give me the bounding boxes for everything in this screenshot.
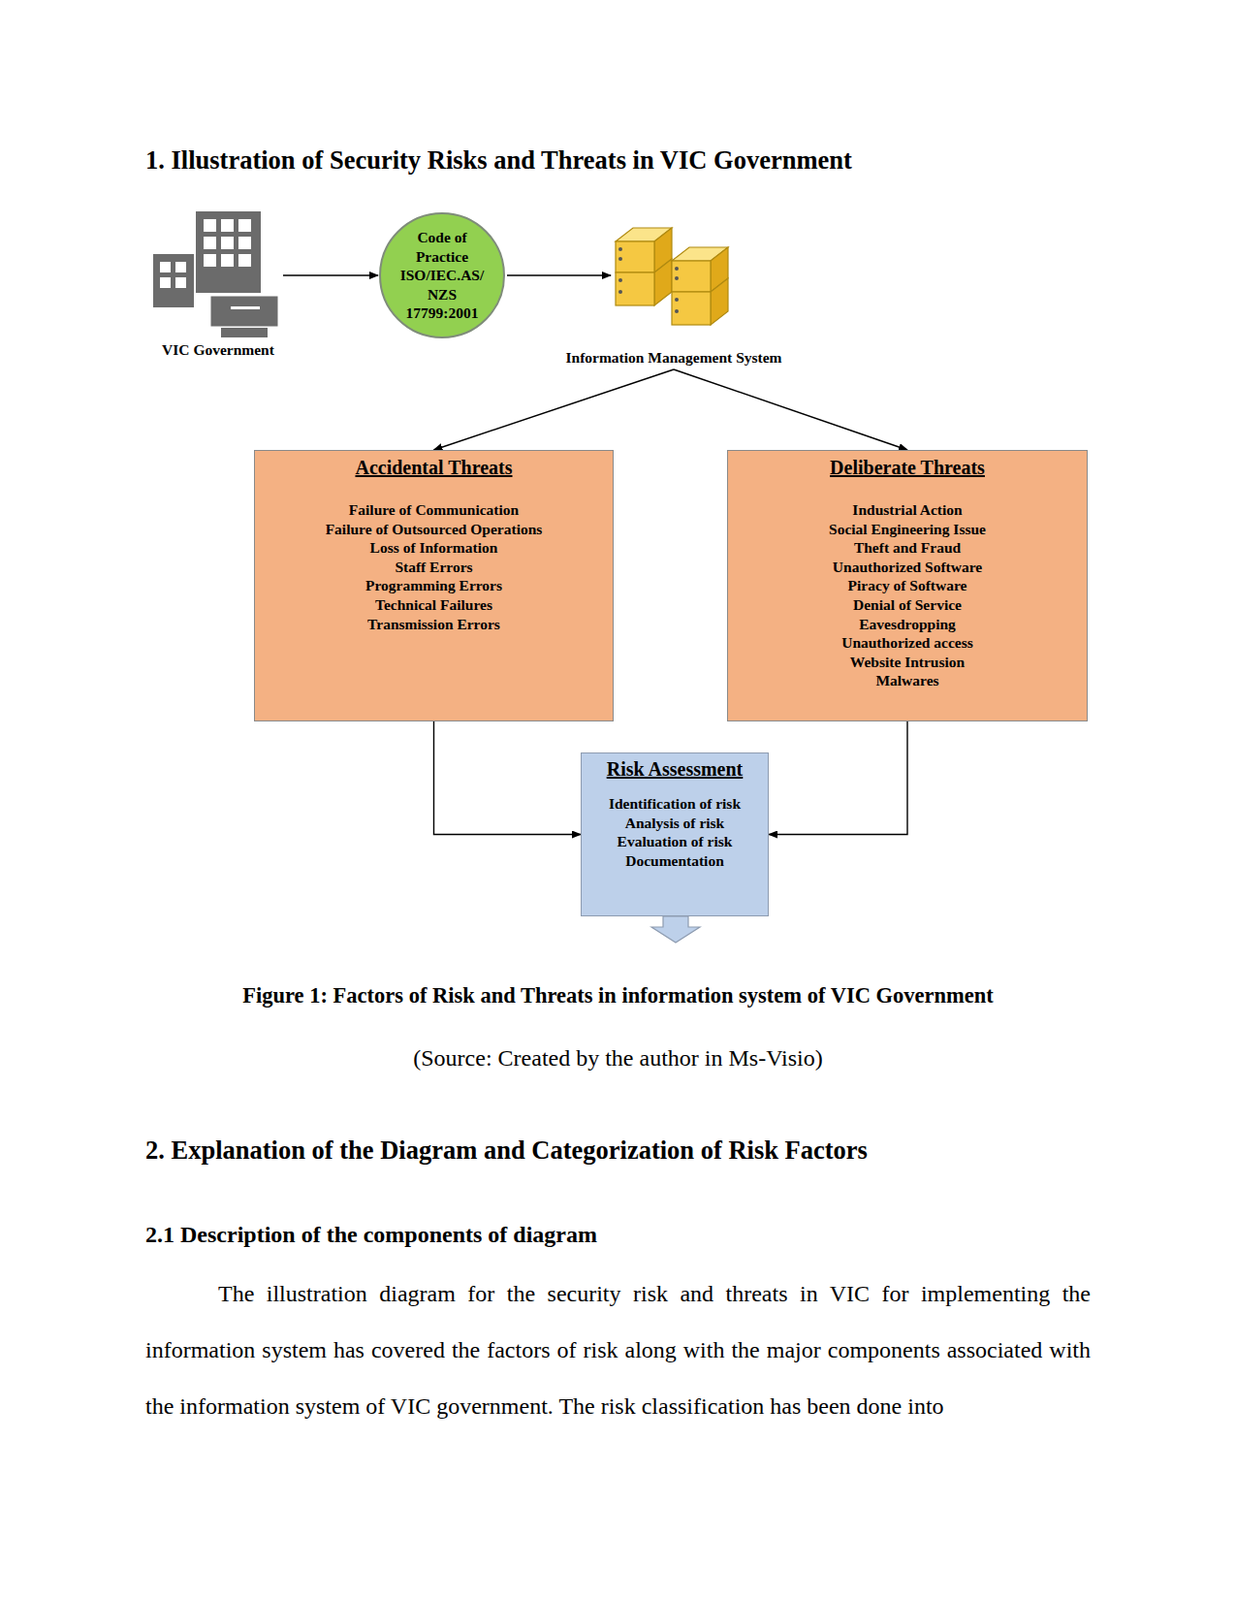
list-item: Industrial Action bbox=[735, 500, 1079, 520]
connector-arrow bbox=[673, 369, 908, 450]
list-item: Social Engineering Issue bbox=[735, 519, 1079, 539]
box-heading: Deliberate Threats bbox=[735, 455, 1079, 479]
body-paragraph: The illustration diagram for the securit… bbox=[145, 1265, 1091, 1434]
down-arrow bbox=[649, 915, 702, 945]
connector-arrow bbox=[434, 721, 582, 835]
list-item: Malwares bbox=[735, 670, 1079, 691]
page-title: 1. Illustration of Security Risks and Th… bbox=[145, 145, 853, 176]
connector-arrow bbox=[768, 721, 908, 835]
list-item: Analysis of risk bbox=[589, 813, 761, 833]
list-item: Evaluation of risk bbox=[589, 831, 761, 852]
circle-text: Code of Practice ISO/IEC.AS/ NZS 17799:2… bbox=[393, 227, 491, 323]
building-node: VIC Government bbox=[145, 211, 291, 359]
list-item: Loss of Information bbox=[262, 538, 605, 558]
threat-box: Accidental ThreatsFailure of Communicati… bbox=[253, 449, 614, 722]
list-item: Identification of risk bbox=[589, 793, 761, 814]
list-item: Piracy of Software bbox=[735, 575, 1079, 596]
list-item: Unauthorized access bbox=[735, 633, 1079, 653]
connector-arrow bbox=[283, 274, 379, 276]
list-item: Technical Failures bbox=[262, 595, 605, 615]
section-heading: 2. Explanation of the Diagram and Catego… bbox=[145, 1133, 868, 1167]
list-item: Website Intrusion bbox=[735, 652, 1079, 672]
box-heading: Accidental Threats bbox=[262, 455, 605, 479]
list-item: Programming Errors bbox=[262, 575, 605, 596]
connector-arrow bbox=[507, 274, 611, 276]
assessment-box: Risk AssessmentIdentification of riskAna… bbox=[580, 752, 769, 917]
server-icon bbox=[611, 214, 738, 331]
building-icon bbox=[153, 211, 282, 340]
list-item: Failure of Communication bbox=[262, 500, 605, 520]
source-note: (Source: Created by the author in Ms-Vis… bbox=[0, 1043, 1236, 1073]
icon-label: VIC Government bbox=[161, 340, 275, 359]
connector-arrow bbox=[434, 369, 675, 450]
list-item: Theft and Fraud bbox=[735, 538, 1079, 558]
icon-label: Information Management System bbox=[565, 348, 782, 367]
standard-circle: Code of Practice ISO/IEC.AS/ NZS 17799:2… bbox=[379, 212, 506, 339]
list-item: Eavesdropping bbox=[735, 614, 1079, 634]
figure-caption: Figure 1: Factors of Risk and Threats in… bbox=[0, 982, 1236, 1010]
list-item: Staff Errors bbox=[262, 557, 605, 577]
list-item: Documentation bbox=[589, 851, 761, 871]
list-item: Denial of Service bbox=[735, 595, 1079, 615]
subsection-heading: 2.1 Description of the components of dia… bbox=[145, 1219, 598, 1249]
system-node: Information Management System bbox=[542, 211, 805, 367]
list-item: Transmission Errors bbox=[262, 614, 605, 634]
list-item: Failure of Outsourced Operations bbox=[262, 519, 605, 539]
list-item: Unauthorized Software bbox=[735, 557, 1079, 577]
box-heading: Risk Assessment bbox=[589, 757, 761, 781]
threat-box: Deliberate ThreatsIndustrial ActionSocia… bbox=[727, 449, 1088, 722]
